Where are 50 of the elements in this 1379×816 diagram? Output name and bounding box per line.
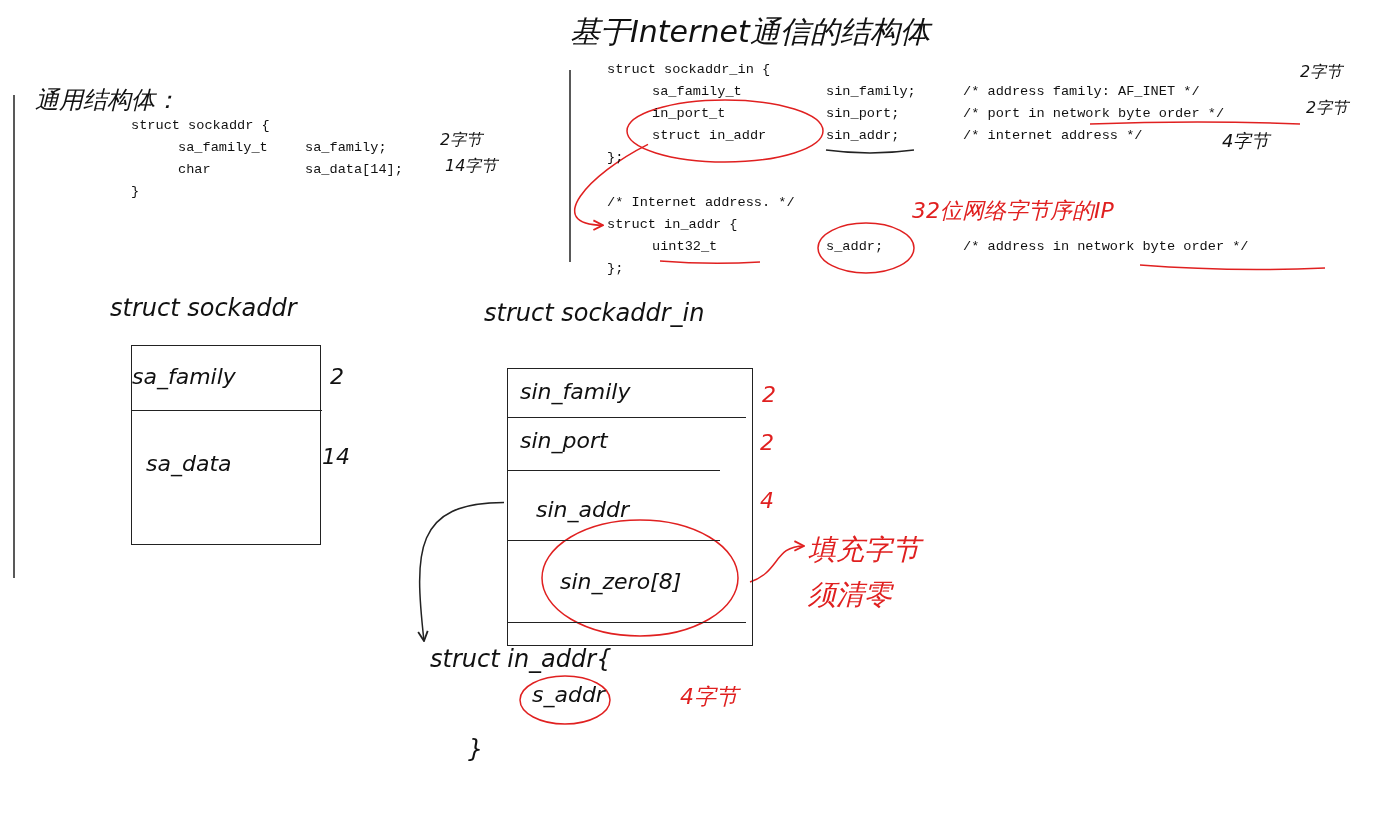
code-text: uint32_t <box>652 239 718 256</box>
field-name: sa_family <box>132 364 236 389</box>
handwritten-note: 2 <box>760 430 774 457</box>
field-name: sin_family <box>520 379 631 404</box>
field-name: sin_port <box>520 428 608 453</box>
code-text: sa_data[14]; <box>305 162 403 179</box>
arrow <box>749 540 805 583</box>
code-text: struct sockaddr { <box>131 118 270 135</box>
struct-name: struct sockaddr <box>110 294 297 323</box>
code-text: }; <box>607 150 624 167</box>
code-text: s_addr; <box>826 239 884 256</box>
code-text: sa_family_t <box>652 84 742 101</box>
handwritten-note: 4 <box>760 488 774 515</box>
struct-name: struct sockaddr_in <box>484 299 705 328</box>
code-text: char <box>178 162 211 179</box>
code-text: sa_family_t <box>178 140 268 157</box>
handwritten-note: 32位网络字节序的IP <box>912 198 1114 225</box>
arrow <box>573 143 649 231</box>
code-text: in_port_t <box>652 106 726 123</box>
handwritten-note: 2字节 <box>440 130 483 150</box>
code-text: sin_port; <box>826 106 900 123</box>
handwritten-note: 14 <box>322 444 350 471</box>
handwritten-note: s_addr <box>532 682 605 709</box>
code-text: /* address family: AF_INET */ <box>963 84 1200 101</box>
handwritten-note: 2字节 <box>1306 98 1349 118</box>
handwritten-note: 2 <box>762 382 776 409</box>
code-text: }; <box>607 261 624 278</box>
field-name: sin_addr <box>536 497 629 522</box>
code-text: /* Internet address. */ <box>607 195 795 212</box>
handwritten-note: 14字节 <box>445 156 498 176</box>
handwritten-note: 2 <box>330 364 344 391</box>
code-text: /* address in network byte order */ <box>963 239 1249 256</box>
arrow <box>417 501 505 642</box>
handwritten-heading: 通用结构体： <box>35 86 179 115</box>
code-text: sin_family; <box>826 84 916 101</box>
code-text: struct sockaddr_in { <box>607 62 771 79</box>
handwritten-note: 4字节 <box>1222 130 1270 152</box>
code-text: sa_family; <box>305 140 387 157</box>
code-text: /* port in network byte order */ <box>963 106 1225 123</box>
code-text: struct in_addr { <box>607 217 738 234</box>
field-name: sin_zero[8] <box>560 569 682 594</box>
handwritten-note: } <box>468 735 484 764</box>
code-text: } <box>131 184 140 201</box>
code-text: sin_addr; <box>826 128 900 145</box>
code-text: /* internet address */ <box>963 128 1143 145</box>
handwritten-note: 2字节 <box>1300 62 1343 82</box>
handwritten-note: struct in_addr{ <box>430 645 612 674</box>
handwritten-note: 填充字节须清零 <box>808 528 938 618</box>
field-name: sa_data <box>146 451 232 476</box>
code-text: struct in_addr <box>652 128 767 145</box>
